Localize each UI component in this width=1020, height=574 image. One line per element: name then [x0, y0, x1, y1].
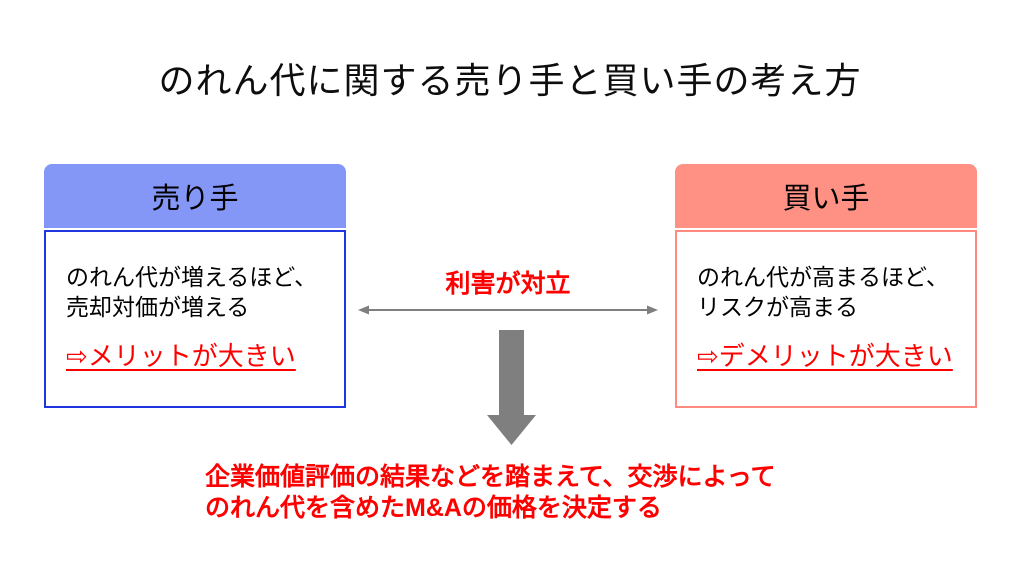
buyer-box: 買い手 のれん代が高まるほど、 リスクが高まる ⇨デメリットが大きい [675, 164, 977, 408]
slide-title: のれん代に関する売り手と買い手の考え方 [158, 60, 862, 101]
seller-text-line-1: のれん代が増えるほど、 [66, 264, 318, 290]
buyer-text-line-2: リスクが高まる [697, 294, 858, 320]
seller-box-header: 売り手 [44, 164, 346, 228]
seller-box-text: のれん代が増えるほど、 売却対価が増える [66, 262, 326, 322]
buyer-highlight-text: ⇨デメリットが大きい [697, 341, 953, 371]
down-arrow-icon [487, 330, 536, 445]
conclusion-line-2: のれん代を含めたM&Aの価格を決定する [205, 494, 662, 522]
conflict-label: 利害が対立 [445, 270, 571, 298]
seller-text-line-2: 売却対価が増える [66, 294, 250, 320]
seller-box: 売り手 のれん代が増えるほど、 売却対価が増える ⇨メリットが大きい [44, 164, 346, 408]
buyer-box-header: 買い手 [675, 164, 977, 228]
conclusion-text: 企業価値評価の結果などを踏まえて、交渉によって のれん代を含めたM&Aの価格を決… [205, 462, 776, 524]
seller-highlight-text: ⇨メリットが大きい [66, 341, 296, 371]
buyer-text-line-1: のれん代が高まるほど、 [697, 264, 949, 290]
buyer-box-body: のれん代が高まるほど、 リスクが高まる ⇨デメリットが大きい [675, 230, 977, 408]
double-headed-arrow-icon [358, 305, 658, 315]
buyer-box-text: のれん代が高まるほど、 リスクが高まる [697, 262, 957, 322]
seller-box-body: のれん代が増えるほど、 売却対価が増える ⇨メリットが大きい [44, 230, 346, 408]
conclusion-line-1: 企業価値評価の結果などを踏まえて、交渉によって [205, 463, 776, 491]
